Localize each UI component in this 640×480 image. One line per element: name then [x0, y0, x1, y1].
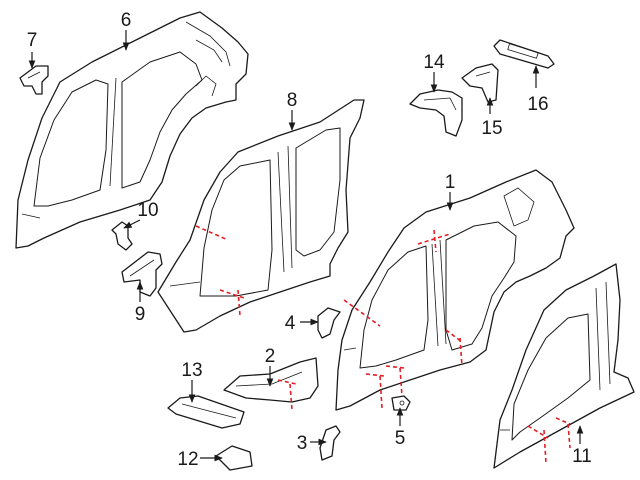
callout-15: 15 [481, 118, 502, 139]
callout-2: 2 [265, 346, 276, 367]
callout-7: 7 [27, 30, 38, 51]
callout-9: 9 [135, 304, 146, 325]
part-13-sill-bracket[interactable] [167, 395, 245, 429]
callout-1: 1 [445, 172, 456, 193]
callout-3: 3 [297, 433, 308, 454]
part-6-inner-side-panel[interactable] [15, 11, 249, 249]
part-4-bracket[interactable] [317, 307, 341, 339]
callout-5: 5 [395, 428, 406, 449]
part-8-outer-side-panel[interactable] [157, 99, 365, 333]
part-14-wheelhouse-piece[interactable] [409, 89, 463, 137]
callout-16: 16 [527, 94, 548, 115]
part-3-bracket[interactable] [319, 425, 341, 461]
callout-4: 4 [285, 313, 296, 334]
leader-10 [123, 219, 141, 229]
part-12-bracket[interactable] [215, 445, 253, 471]
callout-8: 8 [287, 90, 298, 111]
part-10-clip[interactable] [111, 221, 133, 251]
part-7-bracket[interactable] [19, 65, 49, 95]
part-9-bracket[interactable] [121, 251, 163, 297]
cut-lines [195, 225, 571, 465]
callout-6: 6 [121, 10, 132, 31]
part-16-reinforcement-plate[interactable] [493, 39, 555, 69]
leader-lines [28, 30, 584, 462]
callout-10: 10 [137, 200, 158, 221]
part-15-bracket[interactable] [461, 63, 499, 103]
callout-11: 11 [572, 446, 592, 467]
part-11-rocker-panel[interactable] [493, 263, 635, 469]
callout-14: 14 [423, 52, 445, 73]
callout-12: 12 [177, 449, 198, 470]
callout-labels: 6 7 8 1 14 15 16 10 9 4 2 13 12 3 5 11 [27, 10, 592, 470]
callout-13: 13 [181, 360, 202, 381]
part-1-side-panel-assembly[interactable] [335, 169, 575, 411]
part-5-plug[interactable] [391, 395, 411, 411]
